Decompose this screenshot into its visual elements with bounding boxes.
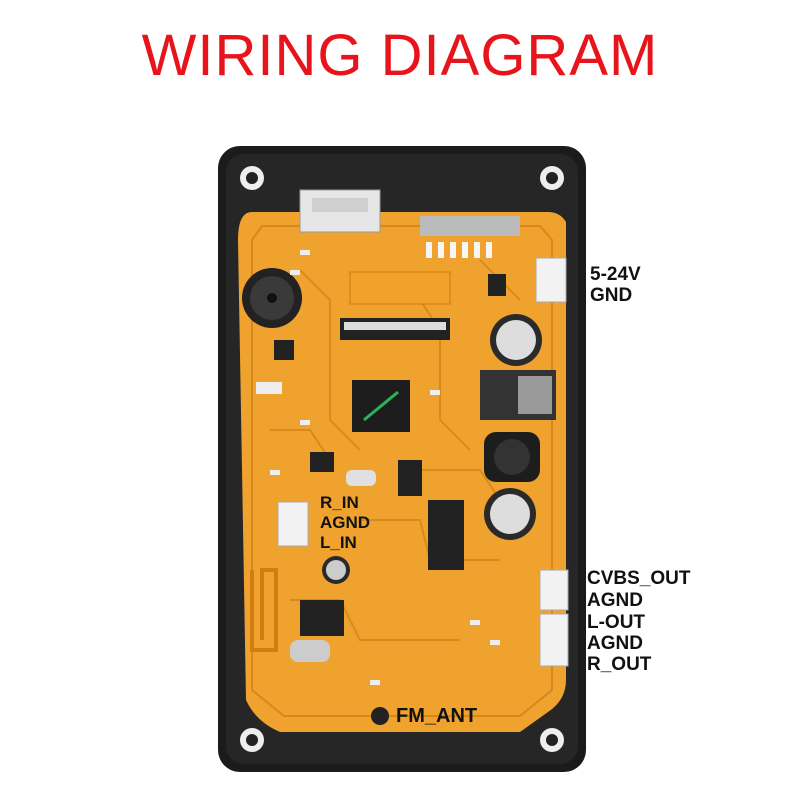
antenna-trace <box>250 568 278 652</box>
label-r-out: R_OUT <box>587 654 652 675</box>
label-power-gnd: GND <box>590 285 633 306</box>
label-cvbs-out: CVBS_OUT <box>587 568 691 589</box>
label-r-in: R_IN <box>320 493 359 512</box>
power-connector <box>535 257 567 303</box>
label-input-agnd: AGND <box>320 513 371 532</box>
label-l-out: L-OUT <box>587 612 646 633</box>
capacitor-icon <box>322 314 542 584</box>
label-video-agnd: AGND <box>587 590 643 611</box>
mounting-hole-icon <box>240 166 564 752</box>
audio-out-connector <box>539 613 569 667</box>
page-title: WIRING DIAGRAM <box>141 23 659 88</box>
cvbs-connector <box>539 569 569 611</box>
label-audio-agnd: AGND <box>587 633 643 654</box>
label-fm-ant: FM_ANT <box>396 705 478 727</box>
fm-antenna-hole-icon <box>371 707 389 725</box>
label-power-voltage: 5-24V <box>590 264 641 285</box>
line-in-connector <box>277 501 309 547</box>
label-l-in: L_IN <box>320 533 357 552</box>
